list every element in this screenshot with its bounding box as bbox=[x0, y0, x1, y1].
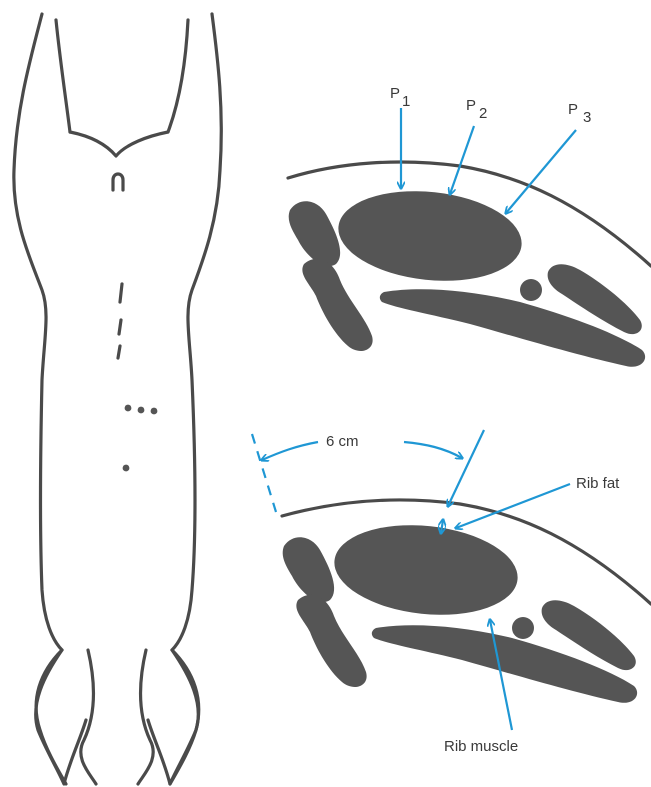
carcass-right-contour bbox=[170, 14, 221, 784]
bottom-round-bone bbox=[512, 617, 534, 639]
label-rib-muscle: Rib muscle bbox=[444, 738, 518, 755]
neck-v-notch bbox=[70, 132, 168, 156]
probe-line bbox=[448, 430, 484, 506]
neck-left-line bbox=[56, 20, 70, 132]
cross-section-top bbox=[288, 162, 651, 367]
top-loin-eye bbox=[334, 183, 526, 290]
p2-arrow bbox=[450, 126, 474, 194]
spine-dot-1 bbox=[125, 405, 132, 412]
bottom-loin-eye bbox=[330, 517, 522, 624]
label-p2: P bbox=[466, 97, 476, 114]
label-p3: P bbox=[568, 101, 578, 118]
right-leg-inner bbox=[138, 650, 153, 784]
spine-dot-2 bbox=[138, 407, 145, 414]
reference-dashed-line bbox=[252, 434, 276, 512]
left-hind-leg bbox=[36, 650, 86, 784]
carcass-left-contour bbox=[14, 14, 66, 784]
bottom-small-muscle bbox=[283, 537, 334, 602]
carcass-outline bbox=[14, 14, 221, 784]
label-p1: P bbox=[390, 85, 400, 102]
right-hind-leg bbox=[148, 650, 198, 784]
label-p1-subscript: 1 bbox=[402, 93, 410, 110]
horseshoe-mark bbox=[113, 174, 123, 190]
label-distance: 6 cm bbox=[326, 433, 359, 450]
cross-section-bottom bbox=[282, 500, 651, 703]
top-lower-bone bbox=[302, 259, 372, 351]
top-round-bone bbox=[520, 279, 542, 301]
left-leg-inner bbox=[81, 650, 96, 784]
spine-dot-4 bbox=[123, 465, 130, 472]
spine-dot-3 bbox=[151, 408, 158, 415]
spine-dash-2 bbox=[119, 320, 121, 334]
distance-arc-right bbox=[404, 442, 462, 458]
label-p3-subscript: 3 bbox=[583, 109, 591, 126]
spine-dash-3 bbox=[118, 346, 120, 358]
distance-arc-left bbox=[262, 442, 318, 460]
bottom-lower-bone bbox=[296, 595, 366, 687]
neck-right-line bbox=[168, 20, 188, 132]
spine-dash-1 bbox=[120, 284, 122, 302]
label-rib-fat: Rib fat bbox=[576, 475, 620, 492]
label-p2-subscript: 2 bbox=[479, 105, 487, 122]
top-small-muscle bbox=[289, 201, 340, 266]
p3-arrow bbox=[506, 130, 576, 213]
